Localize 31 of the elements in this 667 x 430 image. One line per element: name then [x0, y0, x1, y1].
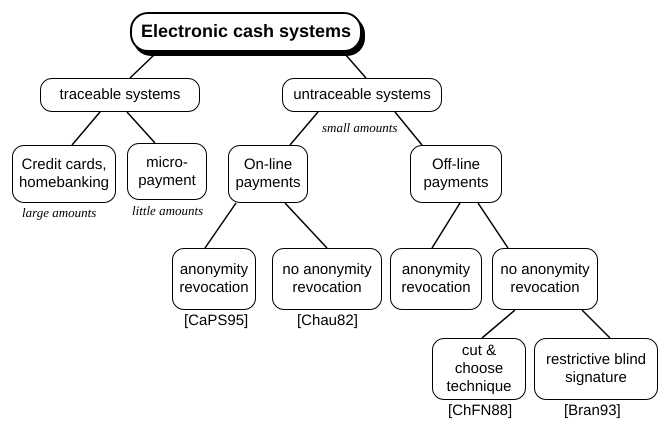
citation-label: [ChFN88] — [448, 402, 512, 419]
category-box: On-line payments — [228, 145, 308, 203]
category-box: untraceable systems — [282, 78, 442, 112]
category-box: anonymity revocation — [172, 248, 256, 310]
category-box: micro- payment — [127, 143, 207, 200]
connector-line — [129, 53, 156, 79]
connector-line — [204, 202, 237, 248]
category-box: restrictive blind signature — [534, 338, 658, 400]
connector-line — [284, 202, 328, 249]
category-box: no anonymity revocation — [272, 248, 382, 310]
connector-line — [71, 112, 101, 146]
category-box: cut & choose technique — [432, 338, 526, 400]
citation-label: [CaPS95] — [184, 312, 248, 329]
category-box: anonymity revocation — [390, 248, 482, 310]
connector-line — [431, 202, 461, 248]
citation-label: [Chau82] — [297, 312, 358, 329]
connector-line — [477, 202, 509, 248]
amount-note: large amounts — [22, 205, 96, 221]
connector-line — [344, 54, 367, 78]
connector-line — [289, 112, 319, 146]
connector-line — [482, 309, 516, 339]
category-box: traceable systems — [40, 78, 200, 112]
connector-line — [581, 309, 611, 339]
category-box: Credit cards, homebanking — [12, 145, 116, 203]
category-box: no anonymity revocation — [492, 248, 598, 310]
citation-label: [Bran93] — [564, 402, 621, 419]
amount-note: little amounts — [132, 203, 204, 219]
connector-line — [126, 112, 156, 144]
category-box: Off-line payments — [410, 145, 502, 203]
connector-line — [394, 112, 423, 146]
amount-note: small amounts — [322, 120, 398, 136]
